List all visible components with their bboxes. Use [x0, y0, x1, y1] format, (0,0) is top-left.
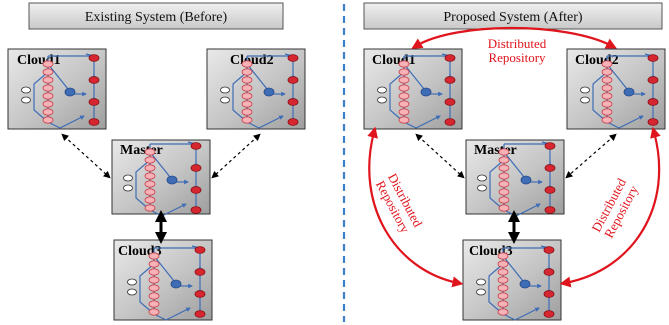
after-master-node: Master [465, 139, 565, 216]
after-link-cloud2-master [565, 133, 617, 179]
before-master-node: Master [111, 139, 211, 216]
after-title-box [363, 2, 663, 30]
before-cloud1-node: Cloud1 [7, 48, 107, 130]
before-link-cloud2-master [211, 133, 261, 179]
after-master-label: Master [474, 143, 517, 158]
before-panel: Existing System (Before) Cloud1 Cloud2 M… [7, 2, 306, 320]
before-cloud1-label: Cloud1 [17, 53, 61, 68]
after-cloud1-node: Cloud1 [363, 48, 463, 130]
after-link-cloud1-master [415, 133, 465, 179]
after-panel: Proposed System (After) Cloud1 Cloud2 Ma… [363, 2, 666, 320]
repo-left-label: Distributed Repository [373, 171, 426, 236]
before-title-box [28, 2, 284, 30]
after-title: Proposed System (After) [443, 10, 583, 25]
after-cloud1-label: Cloud1 [372, 53, 416, 68]
before-cloud3-node: Cloud3 [113, 239, 213, 320]
before-title: Existing System (Before) [85, 10, 228, 25]
after-cloud3-node: Cloud3 [462, 239, 562, 320]
after-cloud2-label: Cloud2 [575, 53, 619, 68]
repo-right-label: Distributed Repository [588, 175, 641, 240]
repo-top-label-line2: Repository [488, 50, 546, 65]
before-master-label: Master [120, 143, 163, 158]
before-cloud2-label: Cloud2 [230, 53, 274, 68]
repo-arc-cloud2-cloud3 [559, 126, 661, 288]
repo-arc-cloud1-cloud3 [367, 126, 464, 288]
after-cloud2-node: Cloud2 [566, 48, 666, 130]
repo-top-label-line1: Distributed [488, 36, 547, 51]
repo-arc-cloud1-cloud2 [411, 26, 617, 49]
before-cloud2-node: Cloud2 [206, 48, 306, 130]
before-link-cloud1-master [61, 133, 111, 179]
